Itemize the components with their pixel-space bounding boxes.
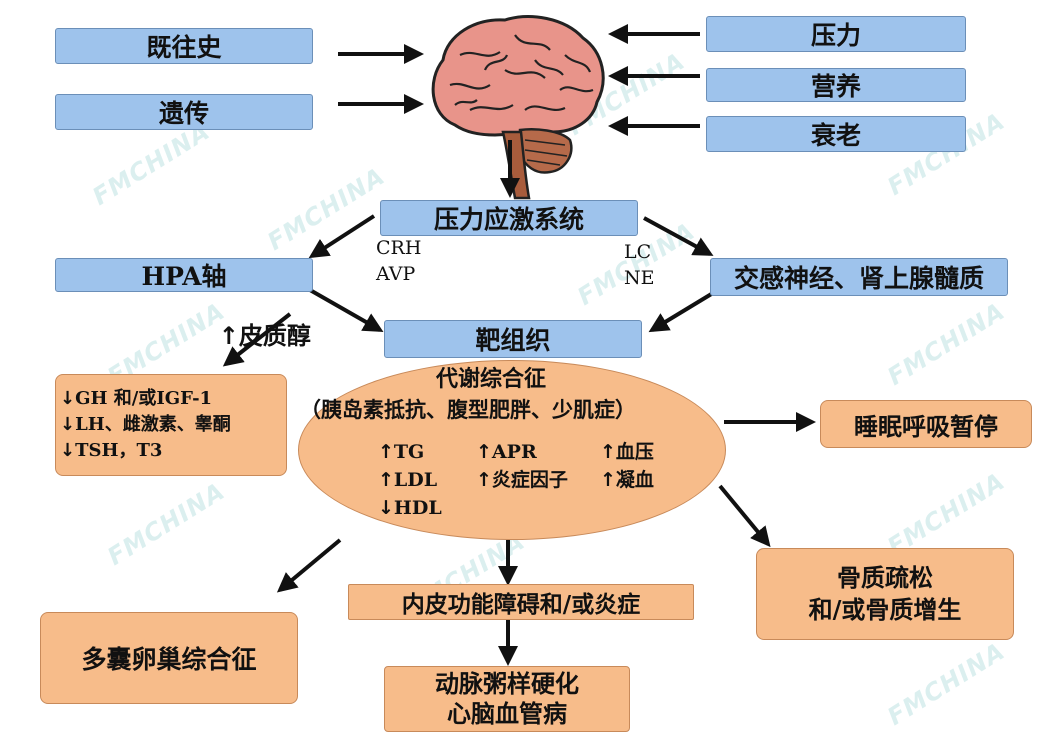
endothelial-box: 内皮功能障碍和/或炎症	[348, 584, 694, 620]
stress-box: 压力	[706, 16, 966, 52]
metabolic-item: ↑血压	[600, 441, 654, 463]
hpa-axis-box: HPA轴	[55, 258, 313, 292]
arrow	[276, 538, 342, 593]
arrow	[643, 216, 714, 256]
metabolic-item: ↑TG	[378, 441, 425, 463]
sleep-apnea-box: 睡眠呼吸暂停	[820, 400, 1032, 448]
metabolic-subtitle: （胰岛素抵抗、腹型肥胖、少肌症）	[300, 397, 636, 422]
arrow	[222, 312, 292, 367]
pcos-box: 多囊卵巢综合征	[40, 612, 298, 704]
metabolic-syndrome-ellipse	[298, 360, 726, 540]
arrow	[309, 288, 384, 332]
metabolic-item: ↑凝血	[600, 469, 654, 491]
up-arrow-icon: ↑	[600, 441, 616, 463]
metabolic-title: 代谢综合征	[436, 366, 547, 392]
down-arrow-icon: ↓	[378, 497, 394, 519]
ne-label: NE	[624, 267, 655, 289]
hormone-item: ↓TSH，T3	[60, 440, 163, 461]
arrow	[648, 288, 720, 333]
history-box: 既往史	[55, 28, 313, 64]
avp-label: AVP	[376, 263, 416, 285]
genetics-box: 遗传	[55, 94, 313, 130]
atherosclerosis-line: 心脑血管病	[447, 699, 567, 728]
aging-box: 衰老	[706, 116, 966, 152]
up-arrow-icon: ↑	[476, 469, 492, 491]
metabolic-item: ↑炎症因子	[476, 469, 568, 491]
metabolic-item: ↑LDL	[378, 469, 438, 491]
osteo-line: 和/或骨质增生	[808, 595, 962, 624]
up-arrow-icon: ↑	[218, 322, 239, 350]
sympathetic-box: 交感神经、肾上腺髓质	[710, 258, 1008, 296]
up-arrow-icon: ↑	[476, 441, 492, 463]
arrow	[718, 484, 771, 548]
atherosclerosis-line: 动脉粥样硬化	[435, 669, 579, 698]
hormone-item: ↓GH 和/或IGF-1	[60, 388, 213, 409]
arrow	[308, 214, 376, 259]
target-tissue-box: 靶组织	[384, 320, 642, 358]
metabolic-col2: ↑APR ↑炎症因子	[476, 438, 568, 494]
osteo-line: 骨质疏松	[837, 563, 933, 592]
lc-label: LC	[624, 241, 652, 263]
crh-label: CRH	[376, 237, 422, 259]
up-arrow-icon: ↑	[378, 469, 394, 491]
down-arrow-icon: ↓	[60, 414, 76, 435]
up-arrow-icon: ↑	[600, 469, 616, 491]
stress-system-box: 压力应激系统	[380, 200, 638, 236]
down-arrow-icon: ↓	[60, 440, 76, 461]
osteo-box: 骨质疏松 和/或骨质增生	[756, 548, 1014, 640]
down-arrow-icon: ↓	[60, 388, 76, 409]
up-arrow-icon: ↑	[378, 441, 394, 463]
metabolic-item: ↓HDL	[378, 497, 442, 519]
atherosclerosis-box: 动脉粥样硬化 心脑血管病	[384, 666, 630, 732]
metabolic-col3: ↑血压 ↑凝血	[600, 438, 654, 494]
hormone-item: ↓LH、雌激素、睾酮	[60, 414, 231, 435]
nutrition-box: 营养	[706, 68, 966, 102]
metabolic-col1: ↑TG ↑LDL ↓HDL	[378, 438, 442, 522]
brain-icon	[431, 15, 605, 200]
metabolic-item: ↑APR	[476, 441, 537, 463]
hormones-box: ↓GH 和/或IGF-1 ↓LH、雌激素、睾酮 ↓TSH，T3	[55, 374, 287, 476]
cortisol-label: ↑皮质醇	[218, 321, 311, 351]
